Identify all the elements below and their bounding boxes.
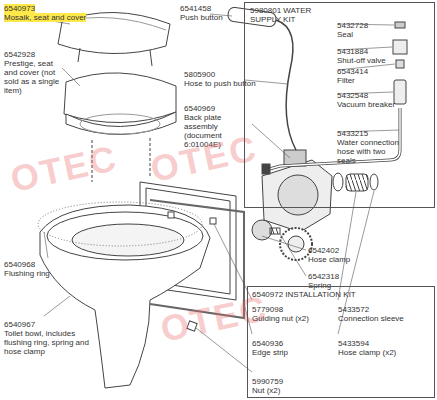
part-name: Guiding nut (x2)	[252, 314, 309, 323]
part-number: 6540973	[4, 4, 35, 13]
kit-heading: 6540972 INSTALLATION KIT	[252, 290, 356, 299]
shut-off-valve	[393, 40, 407, 54]
part-name: Flushing ring	[4, 269, 50, 278]
part-name: Filter	[337, 76, 355, 85]
lid-pin	[78, 48, 80, 62]
part-name: Shut-off valve	[337, 56, 386, 65]
kit-box: 6540972 INSTALLATION KIT 5779098Guiding n…	[247, 286, 435, 398]
part-name: Push button	[180, 13, 223, 22]
part-number: 6540968	[4, 260, 35, 269]
water-connection-hose	[266, 108, 400, 170]
guiding-nut	[168, 212, 174, 218]
part-number: 5431884	[337, 47, 368, 56]
guiding-nut	[210, 218, 216, 224]
valve-housing	[278, 175, 318, 215]
kit-box: 5980801 WATER SUPPLY KIT 5432728Seal 54318…	[244, 2, 435, 208]
part-name: Edge strip	[252, 348, 288, 357]
vacuum-breaker	[394, 80, 406, 104]
hose-clamp-bowl	[252, 220, 272, 240]
part-number: 5433594	[338, 339, 369, 348]
part-name: Hose clamp	[308, 255, 350, 264]
part-name: Toilet bowl, includes flushing ring, spr…	[4, 329, 99, 356]
part-number: 5433572	[338, 305, 369, 314]
back-plate-body	[262, 160, 332, 232]
seal	[395, 22, 405, 28]
part-name: Mosaik, seat and cover	[4, 13, 86, 22]
gear	[280, 228, 312, 260]
part-number: 5779098	[252, 305, 283, 314]
hose-clamp	[370, 174, 378, 190]
toilet-bowl	[40, 205, 210, 388]
part-number: 5432728	[337, 21, 368, 30]
bowl-rim	[47, 212, 203, 260]
part-name: Water connection hose with two seals	[337, 138, 399, 165]
part-number: 6540969	[184, 104, 215, 113]
prestige-lid	[64, 73, 176, 123]
part-name: Hose clamp (x2)	[338, 348, 396, 357]
part-name: Seal	[337, 30, 353, 39]
part-number: 6540967	[4, 320, 35, 329]
flushing-ring	[38, 202, 202, 246]
part-name: Nut (x2)	[252, 386, 280, 395]
lid-pin	[150, 50, 152, 66]
part-number: 5432548	[337, 91, 368, 100]
part-number: 6543414	[337, 67, 368, 76]
kit-heading: 5980801 WATER SUPPLY KIT	[250, 6, 330, 24]
part-name: Connection sleeve	[338, 314, 404, 323]
prestige-seat	[66, 112, 176, 135]
part-number: 5805900	[184, 70, 215, 79]
part-number: 5433215	[337, 129, 368, 138]
push-button-hose	[276, 20, 296, 150]
connection-sleeve	[346, 174, 368, 191]
watermark: OTEC	[7, 139, 121, 199]
part-name: Prestige, seat and cover (not sold as a …	[4, 59, 64, 95]
part-number: 5990759	[252, 377, 283, 386]
part-name: Vacuum breaker	[337, 100, 395, 109]
part-number: 6541458	[180, 4, 211, 13]
filter	[396, 60, 404, 68]
spring	[270, 228, 280, 234]
part-number: 6542402	[308, 246, 339, 255]
part-number: 6542318	[308, 272, 339, 281]
part-number: 6542928	[4, 50, 35, 59]
part-number: 6540936	[252, 339, 283, 348]
hose-clamp	[333, 173, 343, 191]
